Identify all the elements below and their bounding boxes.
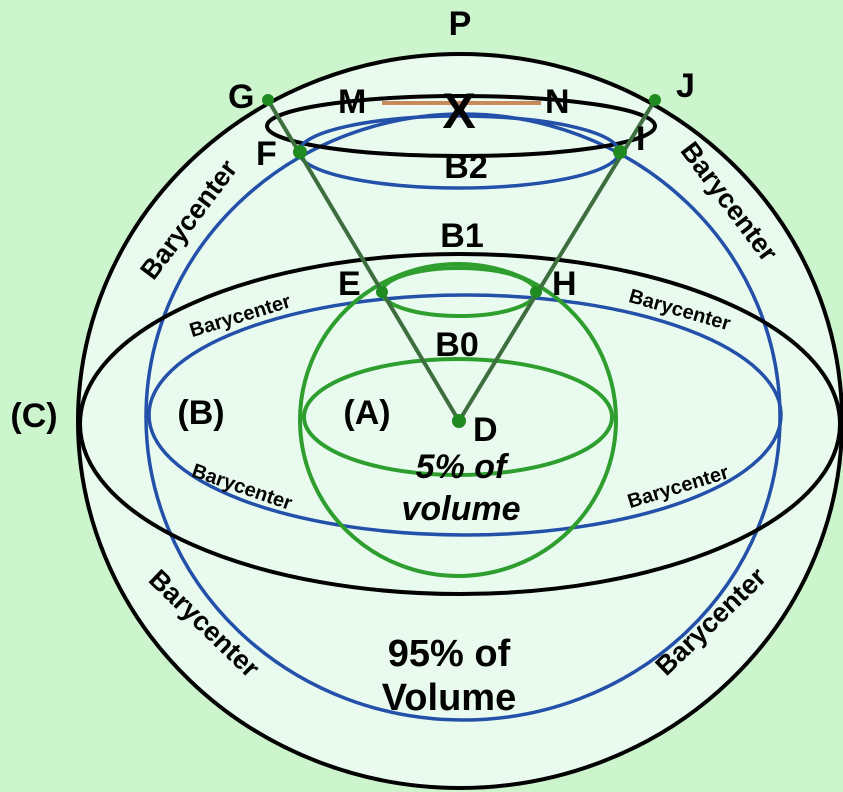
point-h xyxy=(530,286,542,298)
outer-equator xyxy=(78,252,842,596)
inner-volume-line-1: 5% of xyxy=(416,448,510,486)
point-j xyxy=(649,94,661,106)
point-e xyxy=(376,286,388,298)
outer-volume-line-1: 95% of xyxy=(388,633,511,675)
label-b1: B1 xyxy=(440,217,483,255)
inner-equator xyxy=(302,357,614,477)
label-e: E xyxy=(338,265,361,303)
label-m: M xyxy=(338,83,366,121)
label-h: H xyxy=(552,265,577,303)
label-b0: B0 xyxy=(435,326,478,364)
point-g xyxy=(262,94,274,106)
point-i xyxy=(613,145,627,159)
label-sphere-a: (A) xyxy=(343,394,390,432)
label-g: G xyxy=(228,78,254,116)
inner-sphere-a xyxy=(298,262,618,578)
label-b2: B2 xyxy=(444,148,487,186)
point-d xyxy=(452,414,466,428)
label-sphere-c: (C) xyxy=(10,397,57,435)
label-j: J xyxy=(676,67,695,105)
label-p: P xyxy=(449,5,472,43)
label-n: N xyxy=(545,83,570,121)
outer-volume-line-2: Volume xyxy=(382,677,516,719)
label-i: I xyxy=(636,120,645,158)
label-x: X xyxy=(442,83,475,139)
label-sphere-b: (B) xyxy=(177,394,224,432)
inner-volume-line-2: volume xyxy=(401,490,520,528)
middle-equator xyxy=(147,293,783,537)
label-d: D xyxy=(473,411,498,449)
top-cap-gj xyxy=(265,94,657,158)
label-f: F xyxy=(256,135,277,173)
point-f xyxy=(293,145,307,159)
